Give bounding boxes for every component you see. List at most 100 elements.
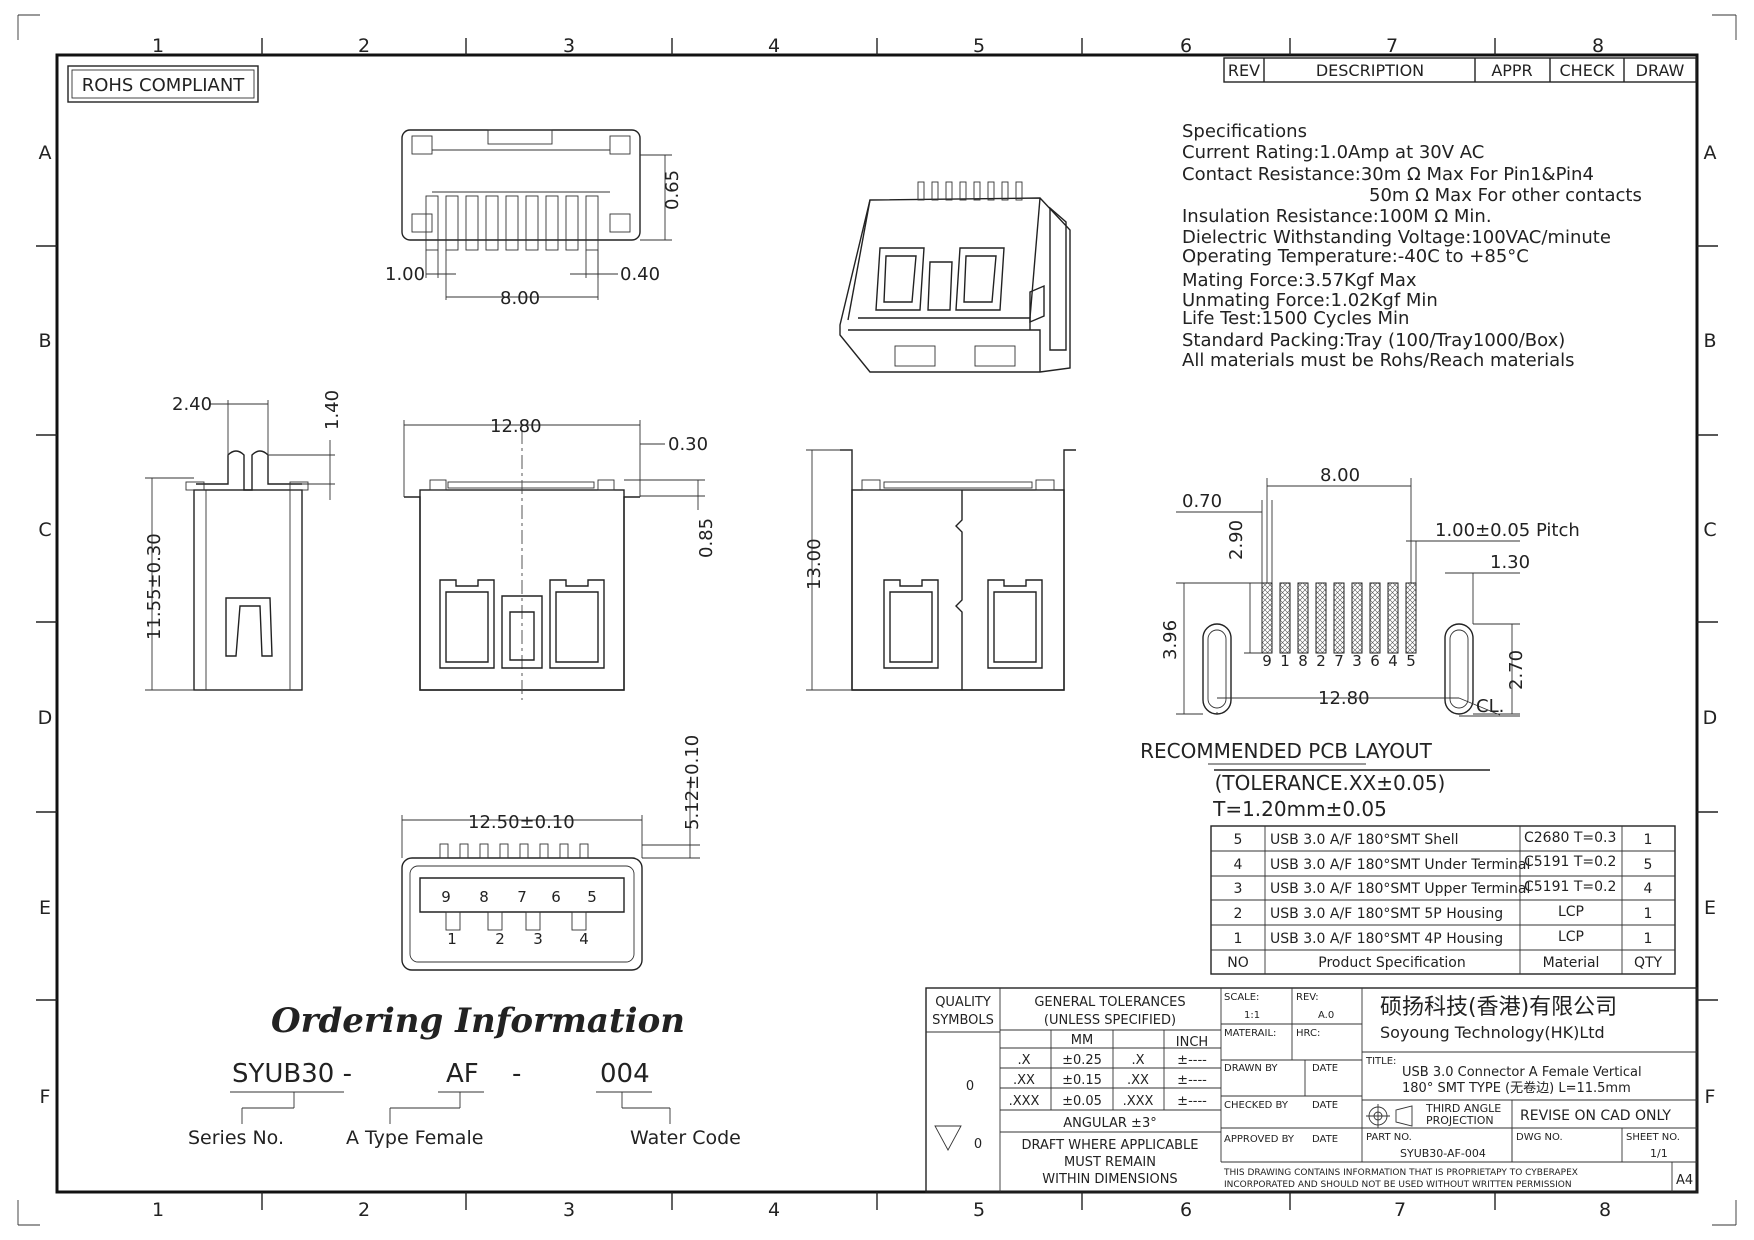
col-label-bottom: 6 — [1180, 1199, 1192, 1221]
row-label-right: C — [1703, 519, 1716, 541]
tol-cell: .X — [1131, 1053, 1144, 1068]
ordering-series-code: SYUB30 - — [232, 1059, 352, 1089]
rohs-badge-label: ROHS COMPLIANT — [82, 75, 246, 96]
drawing-title-line2: 180° SMT TYPE (无卷边) L=11.5mm — [1402, 1080, 1631, 1096]
bom-cell: 4 — [1234, 857, 1243, 873]
front-view-drawing: 12.80 0.30 0.85 — [403, 416, 717, 700]
draft-note: WITHIN DIMENSIONS — [1042, 1172, 1177, 1187]
row-label-right: E — [1704, 897, 1716, 919]
spec-line: Standard Packing:Tray (100/Tray1000/Box) — [1182, 330, 1565, 351]
bom-cell: 5 — [1644, 857, 1653, 873]
bottom-pin-label: 2 — [495, 930, 505, 948]
dim-pcb-sloth: 2.70 — [1506, 650, 1527, 690]
rev-value: A.0 — [1318, 1010, 1334, 1021]
col-label-bottom: 8 — [1599, 1199, 1611, 1221]
bottom-pin-label: 8 — [479, 888, 489, 906]
rev-header: REV — [1228, 61, 1260, 80]
dim-pcb-width: 12.80 — [1318, 688, 1370, 709]
bottom-pin-label: 3 — [533, 930, 543, 948]
check-header: CHECK — [1560, 61, 1615, 80]
hrc-label: HRC: — [1296, 1028, 1320, 1039]
pcb-pin-label: 8 — [1298, 652, 1308, 670]
col-label-top: 8 — [1592, 35, 1604, 57]
row-label-right: A — [1704, 142, 1717, 164]
date-label: DATE — [1312, 1100, 1338, 1111]
dwg-no-label: DWG NO. — [1516, 1132, 1563, 1143]
pcb-layout-title: RECOMMENDED PCB LAYOUT — [1140, 739, 1432, 763]
draft-note: DRAFT WHERE APPLICABLE — [1022, 1138, 1199, 1153]
bom-cell: 1 — [1234, 931, 1243, 947]
quality-symbol-0: 0 — [966, 1079, 974, 1094]
col-label-top: 1 — [152, 35, 164, 57]
col-label-bottom: 4 — [768, 1199, 780, 1221]
pcb-layout-thickness: T=1.20mm±0.05 — [1212, 797, 1387, 821]
bom-cell: C5191 T=0.2 — [1524, 879, 1616, 895]
part-no-label: PART NO. — [1366, 1132, 1412, 1143]
material-label: MATERAIL: — [1224, 1028, 1276, 1039]
scale-value: 1:1 — [1244, 1010, 1260, 1021]
bom-cell: 1 — [1644, 931, 1653, 947]
bom-cell: LCP — [1558, 929, 1584, 945]
dim-pcb-pitch: 1.00±0.05 Pitch — [1435, 520, 1580, 541]
spec-line: Insulation Resistance:100M Ω Min. — [1182, 206, 1492, 227]
appr-header: APPR — [1491, 61, 1532, 80]
row-label-right: D — [1703, 707, 1718, 729]
bom-cell: USB 3.0 A/F 180°SMT Shell — [1270, 832, 1459, 848]
tol-mm-header: MM — [1071, 1033, 1093, 1048]
quality-label: SYMBOLS — [932, 1013, 994, 1028]
col-label-top: 4 — [768, 35, 780, 57]
bom-header-qty: QTY — [1634, 955, 1663, 971]
spec-line: Current Rating:1.0Amp at 30V AC — [1182, 142, 1484, 163]
pcb-pin-label: 9 — [1262, 652, 1272, 670]
projection-label: THIRD ANGLE — [1425, 1102, 1501, 1115]
row-label-left: C — [38, 519, 51, 541]
pcb-pin-label: 5 — [1406, 652, 1416, 670]
spec-line: Life Test:1500 Cycles Min — [1182, 308, 1409, 329]
tol-cell: ±---- — [1177, 1094, 1207, 1109]
ordering-separator: - — [512, 1059, 521, 1089]
bom-cell: 5 — [1234, 832, 1243, 848]
pcb-pin-label: 1 — [1280, 652, 1290, 670]
title-block: QUALITY SYMBOLS GENERAL TOLERANCES (UNLE… — [925, 987, 1698, 1193]
col-label-bottom: 7 — [1394, 1199, 1406, 1221]
description-header: DESCRIPTION — [1316, 61, 1424, 80]
dim-bottom-height: 5.12±0.10 — [682, 735, 703, 830]
dim-pcb-offset: 0.70 — [1182, 491, 1222, 512]
tol-inch-header: INCH — [1176, 1035, 1208, 1050]
col-label-bottom: 1 — [152, 1199, 164, 1221]
tol-cell: ±---- — [1177, 1053, 1207, 1068]
ordering-label-series: Series No. — [188, 1127, 284, 1149]
bottom-view-drawing: 12.50±0.10 5.12±0.10 9 8 7 6 5 1 2 3 4 — [401, 735, 703, 971]
bom-cell: USB 3.0 A/F 180°SMT 4P Housing — [1270, 931, 1503, 947]
bom-header-spec: Product Specification — [1318, 955, 1466, 971]
drawn-label: DRAWN BY — [1224, 1063, 1278, 1074]
scale-label: SCALE: — [1224, 992, 1259, 1003]
bottom-pin-label: 7 — [517, 888, 527, 906]
spec-line: Mating Force:3.57Kgf Max — [1182, 270, 1417, 291]
row-label-right: F — [1705, 1086, 1716, 1108]
col-label-bottom: 2 — [358, 1199, 370, 1221]
date-label: DATE — [1312, 1063, 1338, 1074]
dim-top-pin: 0.40 — [620, 264, 660, 285]
pcb-pin-label: 6 — [1370, 652, 1380, 670]
dim-rear-height: 13.00 — [804, 538, 825, 590]
rohs-badge: ROHS COMPLIANT — [67, 65, 259, 103]
col-label-top: 2 — [358, 35, 370, 57]
angular-tolerance: ANGULAR ±3° — [1063, 1116, 1156, 1131]
col-label-top: 6 — [1180, 35, 1192, 57]
col-label-bottom: 3 — [563, 1199, 575, 1221]
approved-label: APPROVED BY — [1224, 1134, 1295, 1145]
dim-side-width: 2.40 — [172, 394, 212, 415]
dim-side-top: 1.40 — [322, 390, 343, 430]
spec-line: Operating Temperature:-40C to +85°C — [1182, 246, 1529, 267]
dim-pcb-height: 3.96 — [1160, 620, 1181, 660]
spec-line: Dielectric Withstanding Voltage:100VAC/m… — [1182, 227, 1611, 248]
bottom-pin-label: 1 — [447, 930, 457, 948]
col-label-top: 5 — [973, 35, 985, 57]
tol-cell: .XXX — [1009, 1094, 1040, 1109]
col-label-top: 3 — [563, 35, 575, 57]
drawing-title-line1: USB 3.0 Connector A Female Vertical — [1402, 1065, 1642, 1080]
bom-header-no: NO — [1227, 955, 1249, 971]
tol-header: GENERAL TOLERANCES — [1034, 995, 1185, 1010]
